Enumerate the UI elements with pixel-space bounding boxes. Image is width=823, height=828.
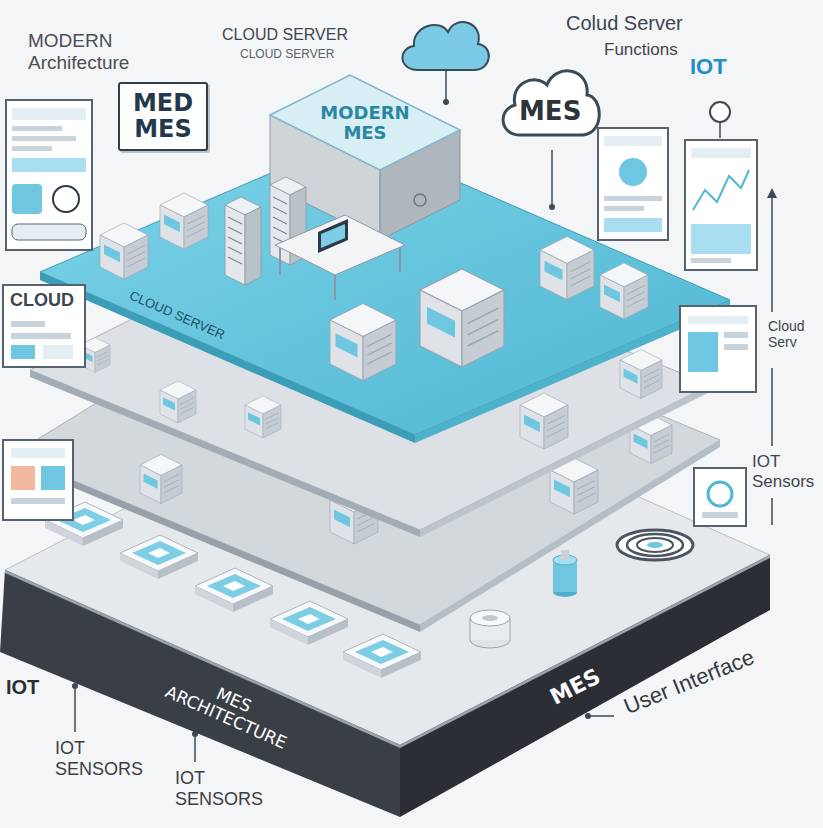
callout-label: IOT SENSORS — [175, 768, 285, 809]
desk-workstation — [275, 215, 405, 300]
leader-line — [771, 368, 773, 446]
callout-label: Functions — [604, 40, 678, 60]
leader-dot — [443, 99, 449, 105]
callout-label: IOT — [6, 676, 39, 699]
leader-line — [74, 686, 76, 732]
block-top-face: MODERN MES — [270, 75, 460, 170]
callout-label: CLOUD SERVER — [240, 48, 334, 62]
arrow-head — [767, 188, 777, 198]
callout-label: IOT SENSORS — [55, 738, 165, 779]
dashboard-panel — [694, 468, 746, 526]
cylinder-device — [470, 610, 510, 648]
band-left-face — [0, 570, 400, 817]
leader-line — [771, 498, 773, 525]
sensor-cylinder — [553, 550, 577, 597]
cloud-shape: MES — [495, 55, 605, 150]
leader-line — [719, 122, 721, 138]
panel-label: CLOUD — [8, 290, 76, 311]
band-edge — [5, 555, 770, 748]
dashboard-panel — [685, 140, 757, 270]
callout-label: Colud Server — [566, 12, 683, 35]
dashboard-panel — [3, 285, 85, 367]
dashboard-panel — [6, 100, 92, 250]
leader-line — [588, 715, 614, 717]
block-title: MODERN MES — [315, 103, 415, 143]
cloud-outline — [503, 71, 599, 135]
server-modules — [100, 193, 208, 279]
leader-dot — [549, 204, 555, 210]
block-top-outline — [270, 75, 460, 170]
panel-title: MED MES — [128, 90, 198, 143]
leader-line — [771, 196, 773, 312]
callout-label: CLOUD SERVER — [222, 26, 348, 44]
dashboard-panel — [680, 306, 756, 392]
iot-icon — [710, 102, 730, 122]
leader-line — [445, 70, 447, 100]
cloud-icon — [402, 22, 488, 70]
callout-label: Cloud Serv — [768, 318, 820, 350]
panel-box: MED MES — [118, 82, 208, 151]
heading-label: MODERN Archifecture — [28, 30, 178, 74]
dashboard-panel — [3, 440, 73, 520]
callout-label: IOT Sensors — [752, 452, 818, 491]
callout-label: IOT — [690, 54, 727, 79]
leader-line — [551, 150, 553, 205]
spiral-sensor — [617, 530, 693, 560]
server-towers — [225, 177, 306, 285]
band-right-face — [400, 555, 770, 817]
dashboard-panel — [598, 128, 668, 240]
server-modules — [330, 237, 648, 381]
leader-line — [194, 734, 196, 762]
cloud-title: MES — [519, 97, 581, 126]
